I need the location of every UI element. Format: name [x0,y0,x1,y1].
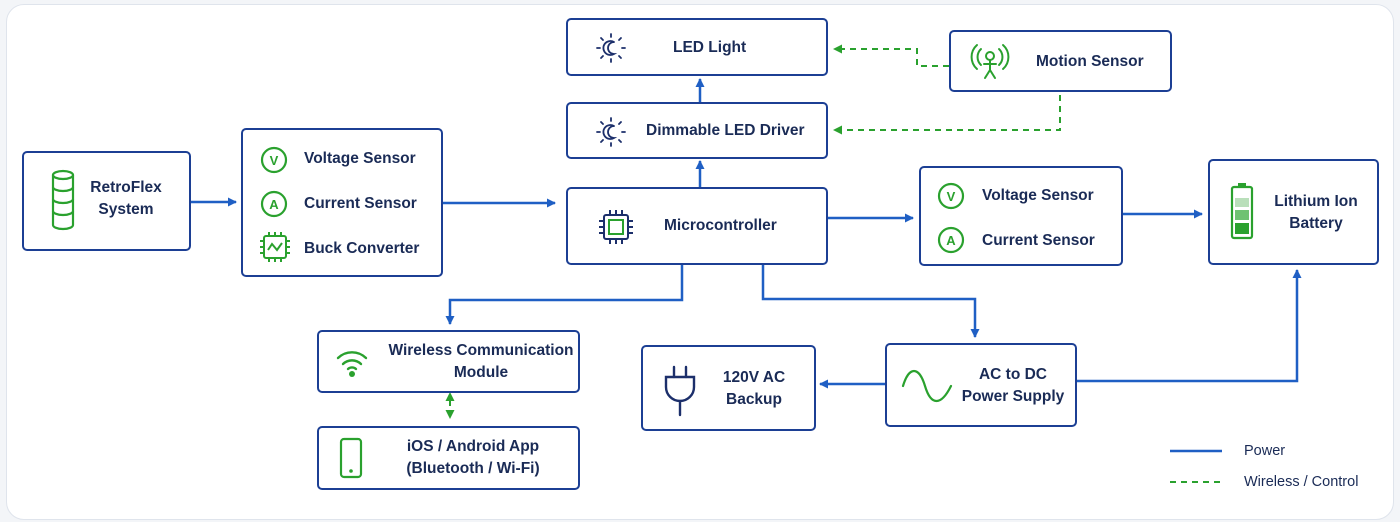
battery-label-line1: Lithium Ion [1274,193,1358,210]
ac-backup-label: 120V AC Backup [709,367,799,411]
buck-converter-icon [260,232,290,262]
microcontroller-label: Microcontroller [664,217,777,234]
ac-dc-supply-node: AC to DC Power Supply [885,343,1077,427]
wifi-icon [336,351,368,377]
power-link-microcontroller-to-wireless [445,265,684,325]
legend-power-label: Power [1244,443,1286,459]
wireless-link-motion-to-driver [833,95,1061,135]
mobile-app-node: iOS / Android App (Bluetooth / Wi-Fi) [317,426,580,490]
buck-converter-label: Buck Converter [304,240,420,257]
wireless-module-label-line1: Wireless Communication [388,342,574,359]
voltage-symbol: V [947,189,956,204]
ac-backup-node: 120V AC Backup [641,345,816,431]
phone-icon [339,437,363,479]
voltage-icon: V [937,182,965,210]
led-light-label: LED Light [673,39,747,56]
retroflex-label: RetroFlex System [88,177,164,221]
output-sensors-node: V Voltage Sensor A Current Sensor [919,166,1123,266]
wireless-module-node: Wireless Communication Module [317,330,580,393]
ac-dc-supply-label-line2: Power Supply [961,388,1065,405]
mobile-app-label: iOS / Android App (Bluetooth / Wi-Fi) [383,436,563,480]
light-icon [596,117,626,147]
power-link-microcontroller-to-acdc [761,265,980,338]
current-icon: A [937,226,965,254]
led-driver-label: Dimmable LED Driver [646,122,805,139]
motion-sensor-node: Motion Sensor [949,30,1172,92]
cylinder-icon [51,169,75,231]
legend-power-line [1170,449,1222,453]
battery-node: Lithium Ion Battery [1208,159,1379,265]
input-voltage-sensor-label: Voltage Sensor [304,150,416,167]
retroflex-label-line2: System [98,201,154,218]
input-sensors-node: V Voltage Sensor A Current Sensor Buck C… [241,128,443,277]
retroflex-system-node: RetroFlex System [22,151,191,251]
wireless-link-motion-to-led [833,44,949,67]
mobile-app-label-line2: (Bluetooth / Wi-Fi) [406,460,540,477]
input-current-sensor-label: Current Sensor [304,195,417,212]
chip-icon [599,210,633,244]
motion-sensor-label: Motion Sensor [1036,53,1144,70]
ac-dc-supply-label: AC to DC Power Supply [959,364,1067,408]
light-icon [596,33,626,63]
led-light-node: LED Light [566,18,828,76]
sine-wave-icon [901,369,953,403]
current-icon: A [260,190,288,218]
voltage-icon: V [260,146,288,174]
ac-backup-label-line2: Backup [726,391,782,408]
mobile-app-label-line1: iOS / Android App [406,438,540,455]
voltage-symbol: V [270,153,279,168]
current-symbol: A [946,233,956,248]
battery-icon [1230,183,1254,240]
motion-icon [970,44,1010,79]
current-symbol: A [269,197,279,212]
ac-dc-supply-label-line1: AC to DC [978,366,1048,383]
led-driver-node: Dimmable LED Driver [566,102,828,159]
output-current-sensor-label: Current Sensor [982,232,1095,249]
wireless-module-label: Wireless Communication Module [385,340,577,384]
ac-backup-label-line1: 120V AC [722,369,786,386]
legend-wireless-line [1170,481,1222,483]
output-voltage-sensor-label: Voltage Sensor [982,187,1094,204]
retroflex-label-line1: RetroFlex [90,179,162,196]
wireless-module-label-line2: Module [453,364,509,381]
battery-label-line2: Battery [1289,215,1343,232]
plug-icon [664,365,696,417]
battery-label: Lithium Ion Battery [1266,191,1366,235]
power-link-acdc-to-battery [1076,269,1302,383]
legend-wireless-label: Wireless / Control [1244,474,1359,490]
microcontroller-node: Microcontroller [566,187,828,265]
